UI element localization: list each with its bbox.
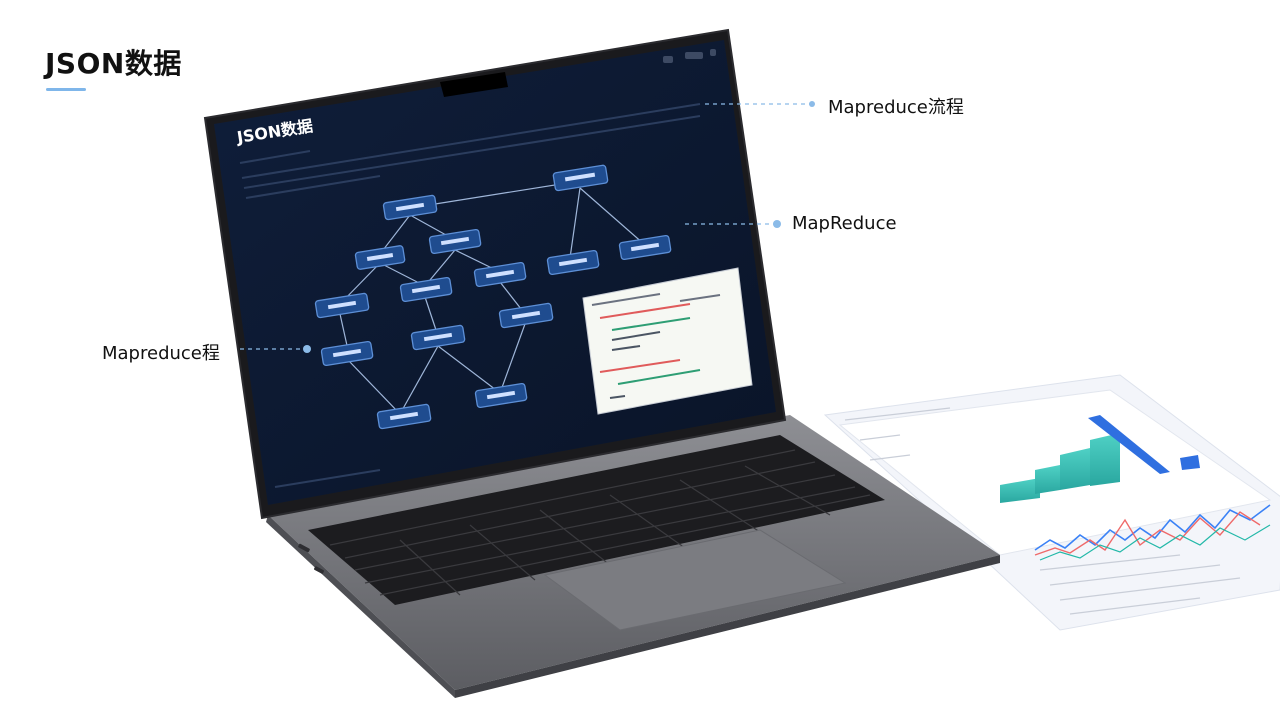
screen-text-lines — [239, 103, 701, 199]
title-underline — [46, 88, 86, 91]
window-control — [663, 56, 673, 63]
callout-dot — [303, 345, 311, 353]
usb-port — [313, 566, 325, 574]
bar-chart-image — [1000, 415, 1200, 503]
slide-title: JSON数据 — [45, 47, 182, 80]
trackpad — [543, 529, 847, 631]
line-chart-image — [1034, 504, 1271, 561]
callout-dot — [773, 220, 781, 228]
window-control — [685, 52, 703, 59]
camera-notch — [440, 72, 508, 97]
callout-dot — [809, 101, 815, 107]
paper-text-lines — [844, 407, 1241, 615]
window-control — [710, 49, 716, 56]
usb-port — [298, 543, 310, 553]
laptop-base — [266, 415, 1000, 698]
callout-mapreduce-process: Mapreduce程 — [102, 343, 220, 364]
callout-mapreduce-flow: Mapreduce流程 — [828, 97, 964, 118]
json-code-panel — [582, 267, 753, 415]
keyboard — [308, 435, 885, 605]
callout-leaders — [240, 103, 812, 350]
node-label-marks — [327, 172, 660, 421]
laptop-lid: JSON数据 — [203, 28, 787, 520]
callout-mapreduce: MapReduce — [792, 213, 897, 234]
